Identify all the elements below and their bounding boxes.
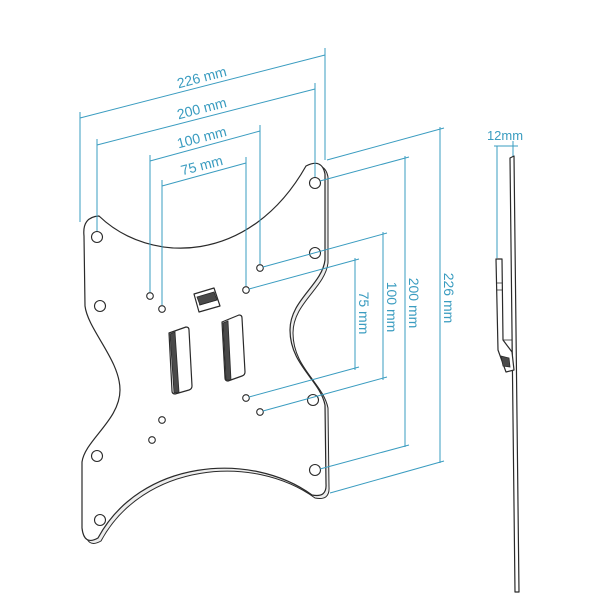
slot-left (168, 326, 193, 395)
vesa-hole (242, 286, 250, 294)
height-label-75: 75 mm (356, 292, 372, 335)
extension-line (319, 444, 410, 470)
dimension-line-width-200 (96, 88, 316, 146)
extension-line (319, 156, 410, 182)
bracket-joint (503, 339, 513, 352)
extension-line (262, 376, 388, 412)
extension-line (248, 366, 360, 398)
mounting-hole (308, 463, 322, 477)
dimension-line-width-100 (149, 130, 261, 162)
vesa-hole (158, 416, 166, 424)
latch-edge (198, 299, 218, 306)
depth-label: 12mm (487, 128, 523, 143)
vesa-hole (158, 305, 166, 313)
vesa-hole (148, 436, 156, 444)
extension-line (262, 232, 388, 268)
mounting-hole (93, 513, 107, 527)
mounting-hole (306, 393, 320, 407)
side-wall-plate (509, 155, 520, 593)
extension-line (329, 460, 445, 494)
vesa-hole (242, 394, 250, 402)
dimension-line-width-226 (79, 54, 326, 119)
side-view: 12mm (487, 128, 523, 593)
mounting-hole (308, 176, 322, 190)
vesa-hole (256, 408, 264, 416)
plate-outline (81, 162, 327, 541)
bracket-detail (497, 282, 502, 291)
slot-right (221, 314, 246, 382)
mounting-hole (93, 299, 107, 313)
locking-latch (193, 287, 221, 313)
mounting-hole (90, 449, 104, 463)
mounting-hole (90, 230, 104, 244)
extension-line (248, 258, 360, 290)
width-label-75: 75 mm (179, 152, 224, 178)
dimension-line-width-75 (161, 162, 247, 187)
vesa-hole (256, 264, 264, 272)
bracket-clip (500, 355, 511, 368)
height-label-100: 100 mm (384, 282, 400, 333)
height-label-200: 200 mm (406, 278, 422, 329)
height-label-226: 226 mm (441, 273, 457, 324)
height-dimensions: 75 mm 100 mm 200 mm 226 mm (248, 127, 457, 494)
slot-right-depth (222, 320, 232, 381)
side-bracket (495, 258, 515, 373)
mount-plate (81, 162, 330, 544)
slot-left-depth (169, 331, 180, 394)
extension-line (326, 127, 445, 161)
vesa-hole (146, 292, 154, 300)
